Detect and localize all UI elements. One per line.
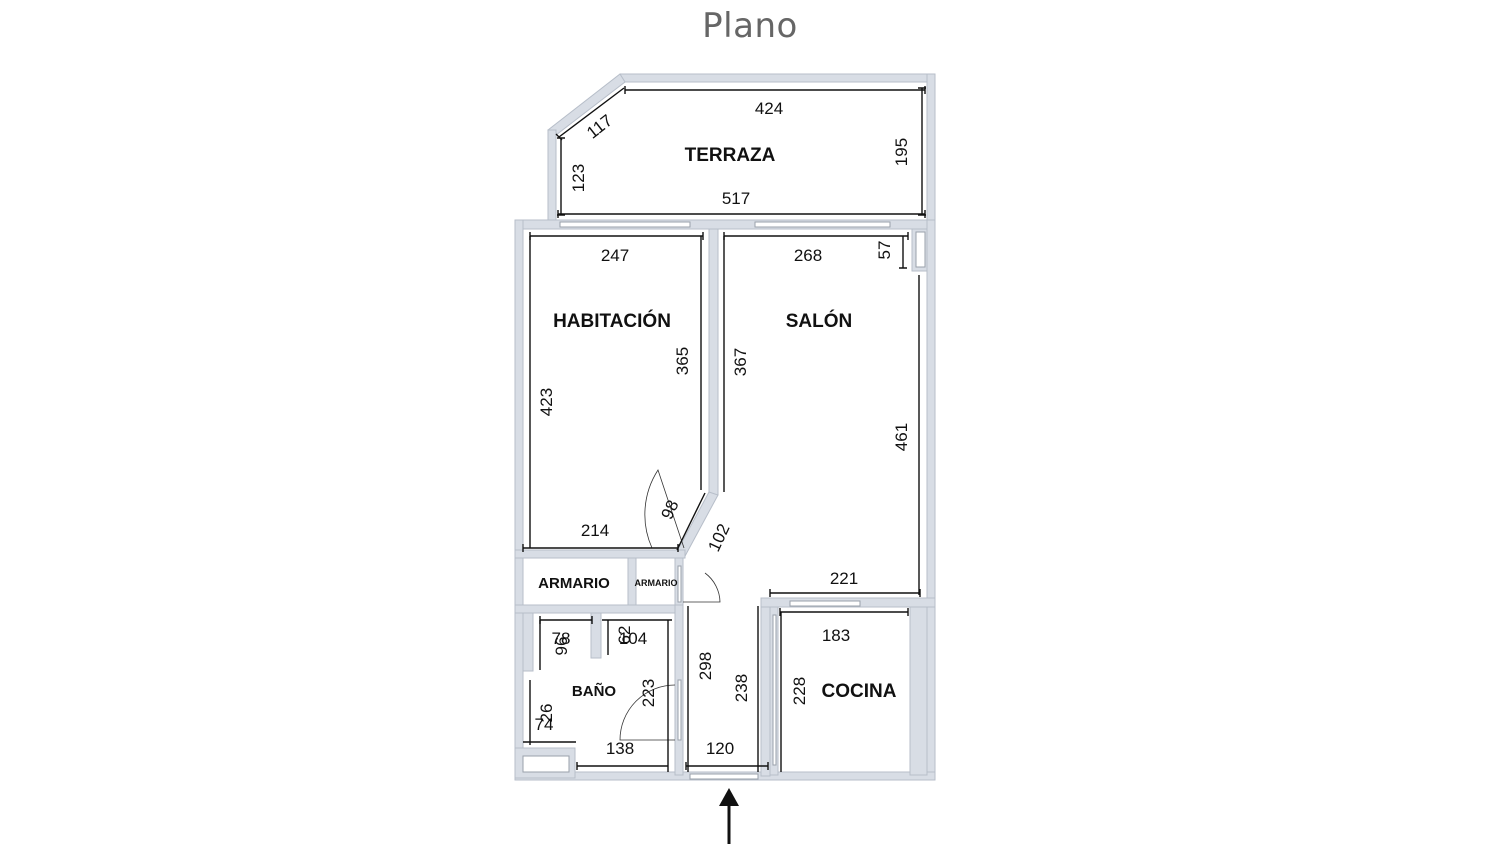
terrace-wall-left [547, 129, 557, 223]
room-label-armario-1: ARMARIO [538, 575, 610, 592]
dim-label: 120 [706, 739, 734, 758]
dim-label: 214 [581, 521, 609, 540]
outer-wall-left [514, 219, 524, 781]
entrance-arrow-icon [719, 788, 739, 844]
dim-label: 138 [606, 739, 634, 758]
kitchen-wall-right-inner [909, 606, 928, 776]
column-inner [915, 231, 926, 268]
room-label-armario-2: ARMARIO [635, 578, 678, 588]
dim-label: 26 [537, 704, 556, 723]
dim-label: 517 [722, 189, 750, 208]
dim-label: 98 [657, 497, 682, 522]
room-label-habitacion: HABITACIÓN [553, 310, 671, 332]
door-corridor [677, 565, 682, 603]
dim-label: 62 [615, 626, 634, 645]
window-salon [754, 221, 891, 228]
windows [559, 221, 891, 780]
door-swing-bath [619, 684, 676, 741]
wardrobe-wall-bottom [514, 604, 684, 614]
dim-label: 424 [755, 99, 783, 118]
dim-label: 102 [704, 521, 733, 555]
dim-label: 195 [892, 138, 911, 166]
dim-label: 247 [601, 246, 629, 265]
room-label-cocina: COCINA [822, 681, 897, 702]
page-title: Plano [702, 6, 798, 46]
dim-label: 461 [892, 423, 911, 451]
dim-label: 57 [875, 241, 894, 260]
bedroom-wall-bottom [514, 549, 686, 559]
dim-label: 104 [619, 629, 647, 648]
dim-label: 298 [696, 652, 715, 680]
dim-label: 96 [552, 637, 571, 656]
dim-label: 238 [732, 674, 751, 702]
bath-stub-1 [522, 612, 534, 672]
window-bath [677, 679, 682, 741]
window-kitchen [789, 600, 861, 607]
dim-label: 268 [794, 246, 822, 265]
dimension-lines [522, 86, 926, 772]
outer-wall-right [926, 219, 936, 781]
door-swing-corridor [683, 572, 721, 603]
window-corridor [772, 614, 777, 766]
dim-label: 123 [569, 164, 588, 192]
bath-lower-block-inner [522, 755, 570, 773]
dim-label: 221 [830, 569, 858, 588]
partition-bedroom-salon [708, 228, 719, 496]
dim-label: 367 [731, 348, 750, 376]
terrace-wall-top [619, 73, 936, 85]
room-label-terraza: TERRAZA [685, 145, 776, 166]
dim-label: 78 [552, 629, 571, 648]
dim-label: 223 [639, 679, 658, 707]
door-swings [619, 469, 721, 741]
dim-label: 228 [790, 677, 809, 705]
dim-label: 74 [535, 715, 554, 734]
dim-label: 183 [822, 626, 850, 645]
entrance-door [689, 773, 759, 780]
window-bedroom [559, 221, 691, 228]
room-label-salon: SALÓN [786, 310, 853, 332]
dim-label: 365 [673, 347, 692, 375]
terrace-wall-right [926, 73, 936, 223]
room-label-bano: BAÑO [572, 682, 616, 700]
corridor-wall-right [760, 597, 771, 777]
bath-stub-2 [590, 612, 602, 659]
dim-label: 423 [537, 388, 556, 416]
door-swing-bedroom [644, 469, 685, 549]
